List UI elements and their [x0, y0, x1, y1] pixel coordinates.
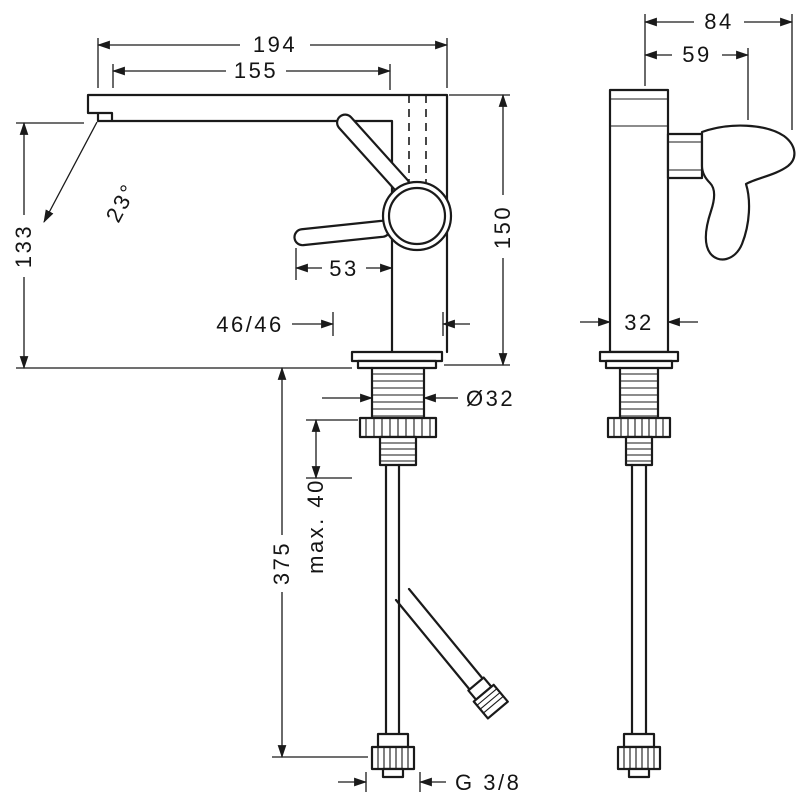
dimension-max-40: max. 40 [303, 418, 358, 574]
hidden-cartridge-lines [408, 95, 427, 184]
dim-label-32: 32 [624, 310, 653, 335]
thread-hatching [372, 373, 424, 417]
dim-label-46-46: 46/46 [216, 312, 284, 337]
base-plate-lower-front [604, 359, 674, 370]
side-view-faucet [86, 93, 509, 779]
supply-hose-straight [384, 463, 401, 736]
handle-lever-raised [336, 113, 411, 195]
dim-label-53: 53 [329, 256, 358, 281]
dim-label-diameter-32: Ø32 [466, 386, 515, 411]
dimension-59: 59 [643, 42, 750, 120]
lower-shaft [378, 435, 418, 467]
dimension-150: 150 [444, 93, 515, 367]
supply-hose-angled [394, 587, 485, 692]
dimension-23deg: 23° [43, 121, 142, 227]
angled-hose-connector [467, 676, 509, 720]
dim-label-g38: G 3/8 [455, 770, 521, 795]
dimension-diameter-32: Ø32 [322, 386, 515, 411]
handle-pivot-outer [381, 180, 453, 252]
body-cap-lines [610, 98, 668, 127]
dimension-46-46: 46/46 [216, 312, 470, 337]
mounting-nut-front [606, 416, 672, 439]
handle-mount-lines [668, 141, 702, 171]
dim-label-max-40: max. 40 [303, 478, 328, 574]
dim-label-84: 84 [704, 9, 733, 34]
handle-mount [666, 132, 704, 180]
lower-shaft-threads-front [626, 442, 652, 462]
front-view-faucet [598, 88, 796, 779]
straight-hose-connector [370, 732, 416, 779]
dim-label-23deg: 23° [101, 179, 142, 227]
dimension-84: 84 [643, 9, 794, 130]
handle-lever-front [700, 124, 796, 261]
lower-shaft-front [624, 435, 654, 467]
mounting-nut-knurl-front [613, 418, 664, 437]
spout-outline [86, 93, 449, 354]
lower-shaft-threads [380, 442, 416, 462]
base-plate-lower [356, 359, 438, 370]
dimension-194: 194 [96, 32, 449, 88]
hose-connector-front [616, 732, 662, 779]
dimension-375: 375 [269, 366, 368, 759]
dim-label-155: 155 [234, 58, 278, 83]
thread-hatching-front [620, 373, 658, 417]
dim-label-375: 375 [269, 541, 294, 585]
base-plate-upper-front [598, 350, 680, 363]
handle-lever [293, 219, 392, 247]
dim-label-133: 133 [11, 224, 36, 268]
base-plate-upper [350, 350, 444, 363]
dimension-155: 155 [111, 58, 392, 90]
dimension-32: 32 [580, 310, 698, 335]
dim-label-194: 194 [253, 32, 297, 57]
dimension-g38-thread: G 3/8 [338, 770, 521, 795]
dimension-133: 133 [11, 121, 352, 370]
dim-label-150: 150 [490, 205, 515, 249]
handle-pivot-inner [387, 186, 447, 246]
dimension-53: 53 [294, 248, 394, 281]
supply-hose-front [630, 463, 648, 736]
dim-label-59: 59 [682, 42, 711, 67]
mounting-nut-knurl [365, 418, 431, 437]
